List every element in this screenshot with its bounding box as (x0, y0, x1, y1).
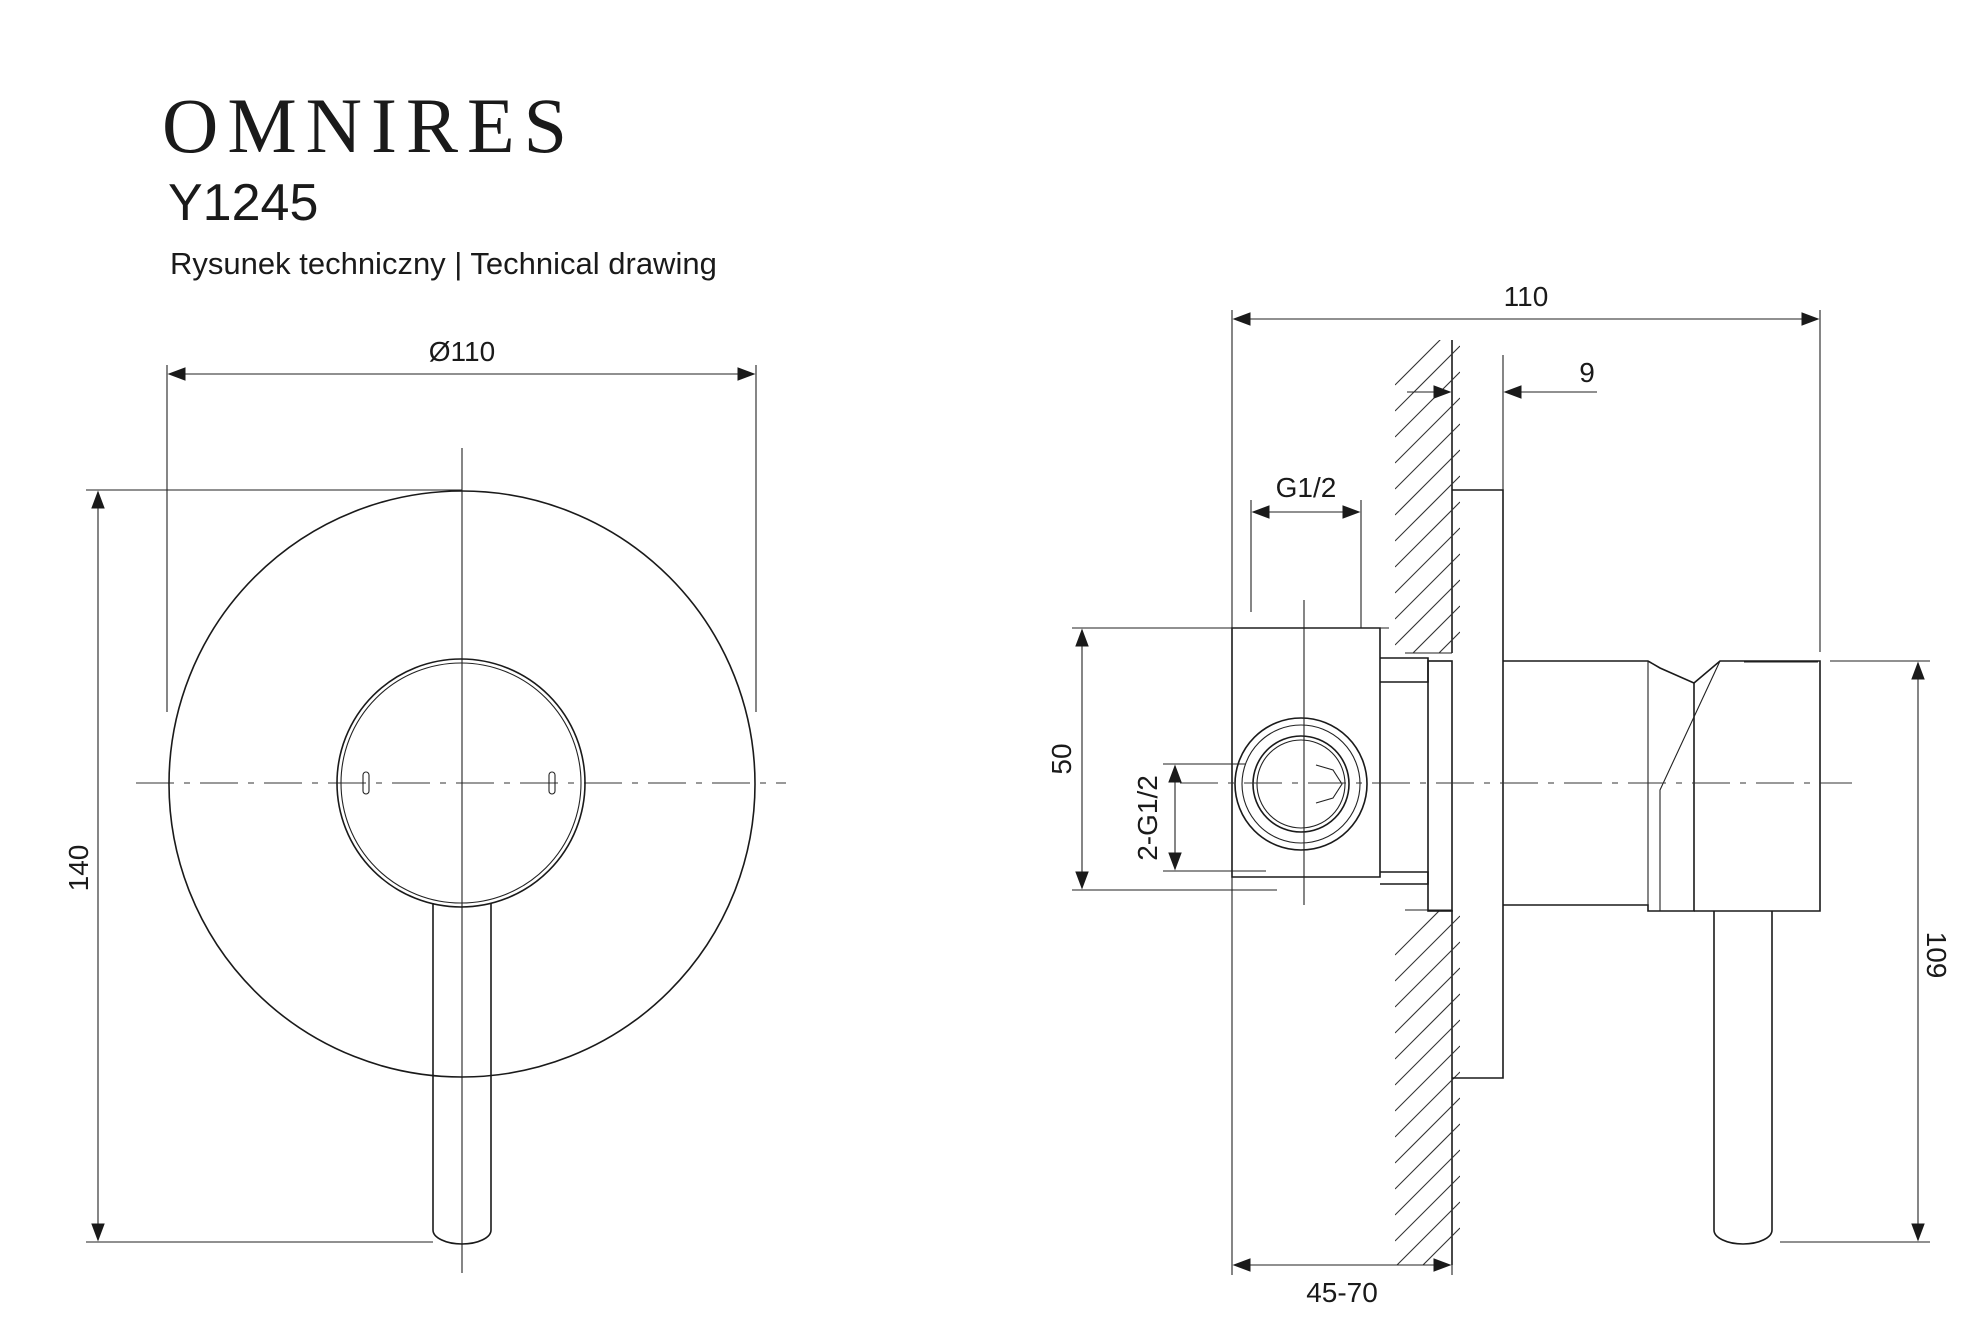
outlet-fitting-bore (1256, 739, 1346, 829)
dim-body-height-label: 50 (1046, 743, 1077, 774)
handle-cap (1693, 660, 1821, 912)
drawing-subtitle: Rysunek techniczny | Technical drawing (170, 246, 717, 281)
dim-lever-height-label: 109 (1921, 932, 1952, 979)
cover-plate (1452, 489, 1504, 1079)
outlet-fitting-insert (1315, 764, 1343, 804)
valve-flange-upper (1380, 657, 1429, 683)
front-lever (432, 903, 492, 1245)
hub-slot-left (362, 771, 370, 795)
escutcheon-plate (168, 490, 756, 1078)
cartridge-housing (1503, 660, 1695, 912)
valve-body (1231, 627, 1381, 878)
dim-plate-label: 9 (1579, 357, 1595, 388)
front-view: Ø110 140 (63, 336, 786, 1273)
dim-diameter-label: Ø110 (429, 336, 495, 367)
side-view: 110 9 G1/2 50 2-G1/2 45-70 109 (1046, 281, 1952, 1308)
wall-hatch-lower (1395, 910, 1460, 1265)
wall-hatch-upper (1395, 340, 1460, 653)
valve-spacer (1427, 660, 1453, 912)
dim-mount-label: 45-70 (1306, 1277, 1378, 1308)
outlet-fitting-thread (1252, 735, 1350, 833)
dim-outlets-label: 2-G1/2 (1132, 775, 1163, 861)
outlet-fitting-outer (1234, 717, 1368, 851)
side-lever (1713, 911, 1773, 1245)
handle-hub (336, 658, 586, 908)
outlet-fitting-ring (1241, 724, 1361, 844)
valve-flange-lower (1380, 871, 1429, 885)
handle-cap-taper (1659, 660, 1721, 911)
hub-slot-right (548, 771, 556, 795)
dim-depth-label: 110 (1504, 281, 1549, 312)
dim-inlet-label: G1/2 (1276, 472, 1337, 503)
handle-hub-inner (340, 662, 582, 904)
dim-height-label: 140 (63, 845, 94, 892)
model-number: Y1245 (168, 174, 318, 232)
brand-logo: OMNIRES (162, 82, 576, 169)
